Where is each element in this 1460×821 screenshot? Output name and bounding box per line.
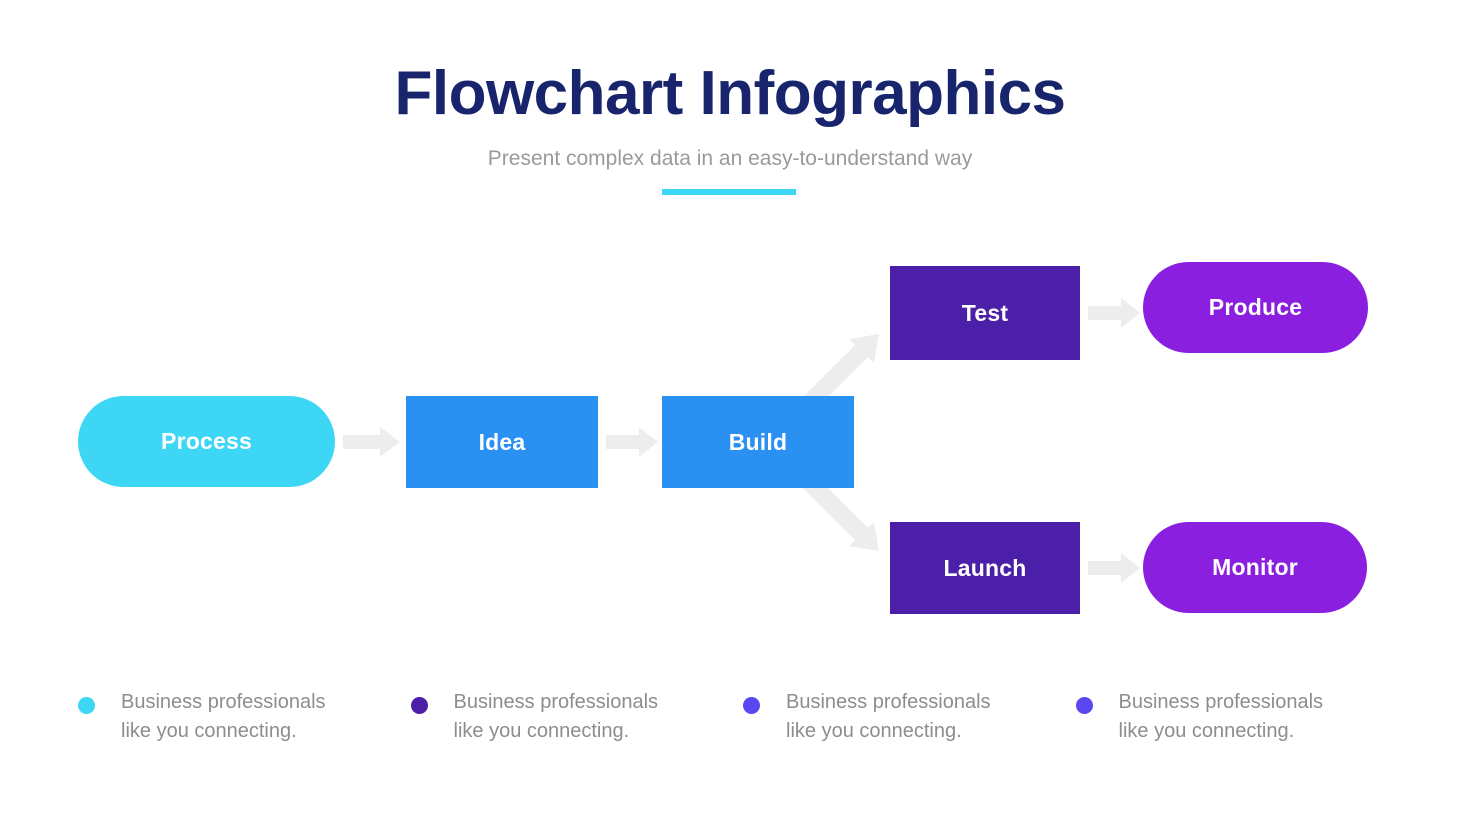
flow-node-test[interactable]: Test: [890, 266, 1080, 360]
legend-item: Business professionals like you connecti…: [1068, 688, 1401, 746]
legend-item-text: Business professionals like you connecti…: [1118, 691, 1324, 742]
legend: Business professionals like you connecti…: [70, 688, 1400, 746]
arrow-process-to-idea: [343, 427, 400, 457]
page-subtitle: Present complex data in an easy-to-under…: [487, 147, 973, 170]
legend-item-text: Business professionals like you connecti…: [121, 691, 326, 742]
legend-bullet-icon: [410, 697, 428, 714]
arrow-idea-to-build: [606, 427, 658, 457]
arrow-launch-to-monitor: [1088, 553, 1140, 583]
flow-node-produce-label: Produce: [1208, 294, 1303, 320]
page-title: Flowchart Infographics: [394, 59, 1066, 128]
legend-item: Business professionals like you connecti…: [735, 688, 1068, 746]
legend-item-text: Business professionals like you connecti…: [786, 691, 991, 742]
title-divider: [662, 189, 796, 195]
legend-bullet-icon: [743, 697, 760, 714]
header: Flowchart Infographics Present complex d…: [0, 0, 1460, 172]
flow-node-produce[interactable]: Produce: [1143, 262, 1368, 353]
flow-node-build-label: Build: [728, 428, 788, 455]
flow-node-process[interactable]: Process: [78, 396, 335, 487]
flow-node-launch-label: Launch: [943, 554, 1027, 581]
legend-item: Business professionals like you connecti…: [70, 688, 403, 746]
legend-item: Business professionals like you connecti…: [403, 688, 736, 746]
legend-item-text: Business professionals like you connecti…: [453, 691, 659, 742]
flow-node-monitor-label: Monitor: [1212, 554, 1298, 580]
flow-node-idea-label: Idea: [478, 428, 526, 455]
flow-node-process-label: Process: [161, 428, 252, 454]
legend-bullet-icon: [1075, 697, 1093, 714]
flow-node-test-label: Test: [961, 299, 1009, 326]
legend-bullet-icon: [78, 697, 95, 714]
flow-node-build[interactable]: Build: [662, 396, 854, 488]
arrow-test-to-produce: [1088, 298, 1140, 328]
flow-node-monitor[interactable]: Monitor: [1143, 522, 1367, 613]
flow-node-idea[interactable]: Idea: [406, 396, 598, 488]
flow-node-launch[interactable]: Launch: [890, 522, 1080, 614]
